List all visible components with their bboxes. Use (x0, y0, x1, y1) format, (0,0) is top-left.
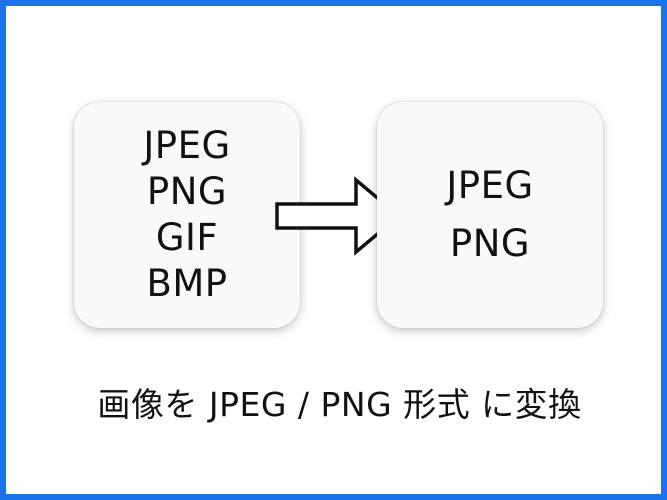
source-formats-box: JPEG PNG GIF BMP (74, 102, 300, 328)
target-formats-box: JPEG PNG (377, 102, 603, 328)
target-format-png: PNG (449, 222, 531, 265)
source-format-jpeg: JPEG (143, 124, 231, 167)
source-format-gif: GIF (155, 216, 219, 259)
source-format-bmp: BMP (146, 262, 228, 305)
source-format-png: PNG (146, 170, 228, 213)
target-format-jpeg: JPEG (446, 164, 534, 207)
caption-text: 画像を JPEG / PNG 形式 に変換 (97, 385, 582, 424)
